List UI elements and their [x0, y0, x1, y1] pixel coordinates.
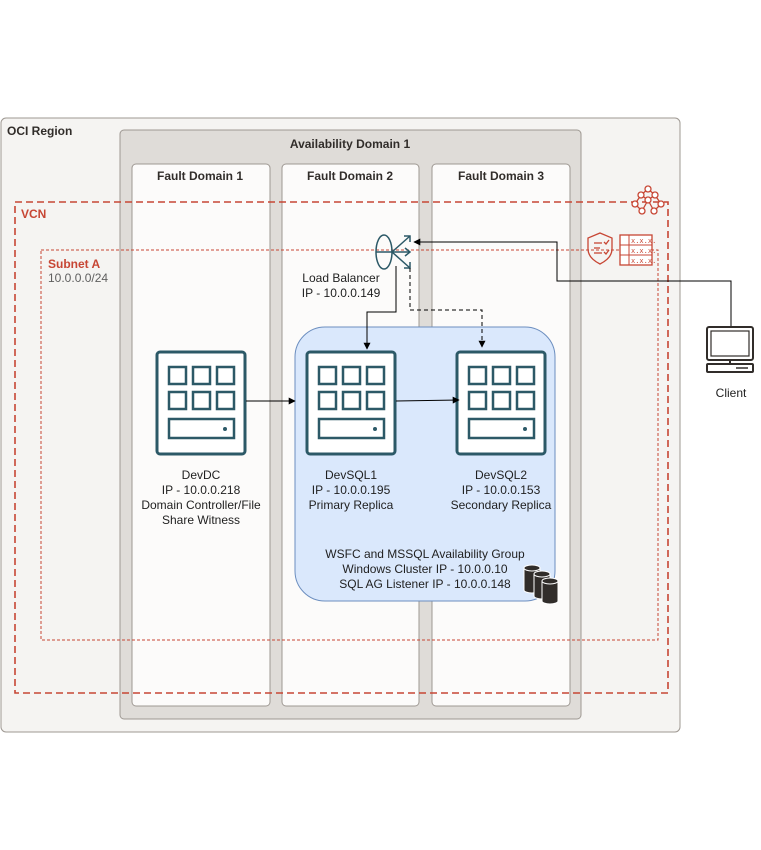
- ag-group-line3: SQL AG Listener IP - 10.0.0.148: [339, 577, 511, 591]
- subnet-cidr: 10.0.0.0/24: [48, 271, 108, 285]
- devsql2-ip: IP - 10.0.0.153: [462, 483, 541, 497]
- oci-region-label: OCI Region: [7, 124, 72, 138]
- svg-text:x.x.x.: x.x.x.: [631, 237, 656, 245]
- server-devsql1-icon: [305, 350, 397, 456]
- svg-text:x.x.x.: x.x.x.: [631, 257, 656, 265]
- client-label: Client: [716, 386, 747, 400]
- devsql1-to-devsql2-connector: [395, 396, 460, 404]
- subnet-boundary: [40, 249, 659, 641]
- client-to-load-balancer-connector: [413, 238, 732, 326]
- fault-domain-3-label: Fault Domain 3: [458, 169, 544, 183]
- lb-to-devsql2-connector: [409, 268, 486, 348]
- client-computer-icon: [706, 326, 754, 373]
- devsql1-ip: IP - 10.0.0.195: [312, 483, 391, 497]
- route-table-icon: x.x.x. x.x.x. x.x.x.: [619, 234, 656, 266]
- devsql2-role: Secondary Replica: [451, 498, 552, 512]
- availability-domain-label: Availability Domain 1: [290, 137, 411, 151]
- server-devdc-icon: [155, 350, 247, 456]
- subnet-label: Subnet A: [48, 257, 101, 271]
- load-balancer-name: Load Balancer: [302, 271, 379, 285]
- security-list-icon: [587, 232, 613, 265]
- ag-group-line2: Windows Cluster IP - 10.0.0.10: [342, 562, 508, 576]
- devsql1-role: Primary Replica: [309, 498, 394, 512]
- server-devsql2-icon: [455, 350, 547, 456]
- devdc-name: DevDC: [182, 468, 221, 482]
- vcn-label: VCN: [21, 207, 46, 221]
- lb-to-devsql1-connector: [363, 266, 397, 350]
- vcn-icon: [631, 185, 665, 215]
- devdc-ip: IP - 10.0.0.218: [162, 483, 241, 497]
- devdc-role-line1: Domain Controller/File: [141, 498, 261, 512]
- database-icon: [523, 564, 559, 605]
- fault-domain-1-label: Fault Domain 1: [157, 169, 243, 183]
- load-balancer-icon: [375, 234, 412, 270]
- load-balancer-ip: IP - 10.0.0.149: [302, 286, 381, 300]
- svg-text:x.x.x.: x.x.x.: [631, 247, 656, 255]
- fault-domain-2-label: Fault Domain 2: [307, 169, 393, 183]
- ag-group-line1: WSFC and MSSQL Availability Group: [325, 547, 525, 561]
- devsql1-name: DevSQL1: [325, 468, 377, 482]
- devsql2-name: DevSQL2: [475, 468, 527, 482]
- devdc-role-line2: Share Witness: [162, 513, 240, 527]
